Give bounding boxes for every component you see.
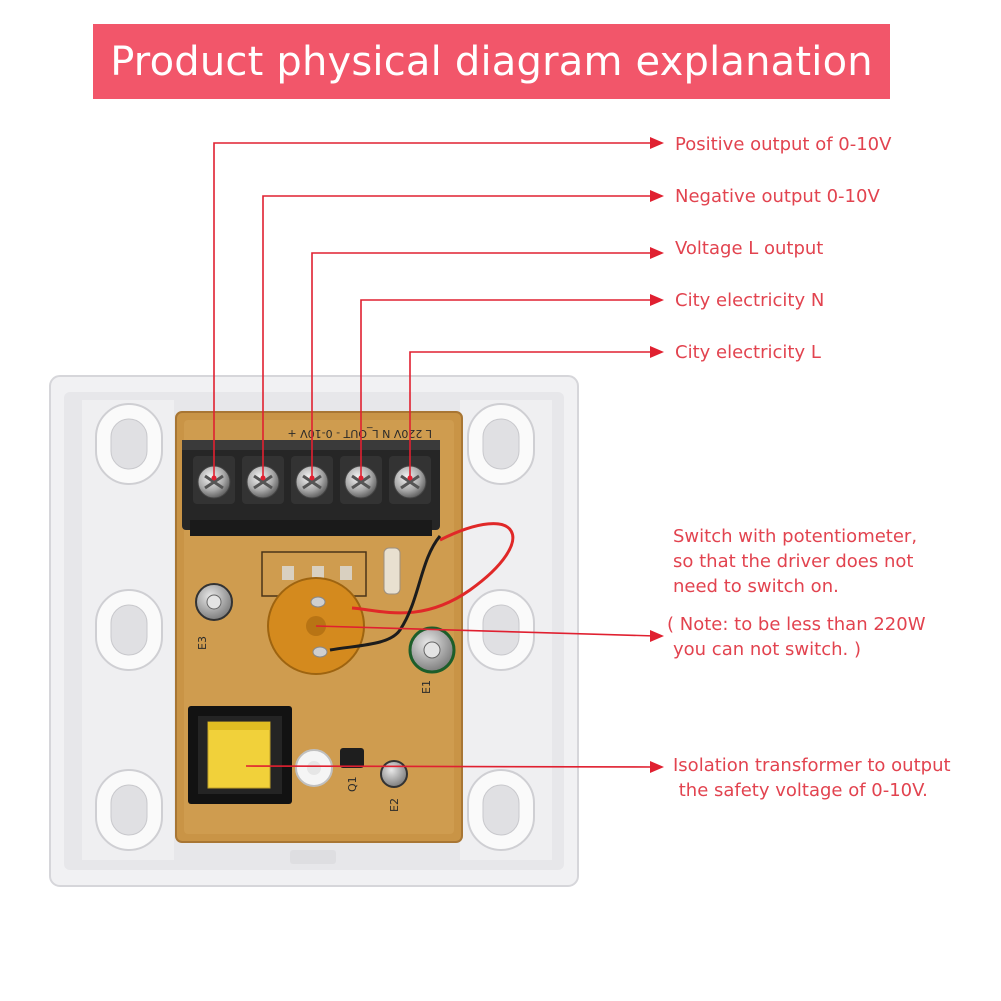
label-voltage-l-output: Voltage L output <box>675 236 823 261</box>
page-title: Product physical diagram explanation <box>110 38 873 85</box>
label-line: ( Note: to be less than 220W <box>667 614 926 635</box>
arrow-icon <box>650 247 664 259</box>
ref-e1: E1 <box>420 680 433 694</box>
label-line: Positive output of 0-10V <box>675 134 892 155</box>
red-wire <box>351 522 515 615</box>
label-city-electricity-n: City electricity N <box>675 288 824 313</box>
pot-pin <box>312 566 324 580</box>
capacitor-top <box>206 594 222 610</box>
label-line: City electricity L <box>675 342 821 363</box>
label-line: need to switch on. <box>673 576 839 597</box>
isolation-transformer <box>188 706 292 804</box>
arrow-icon <box>650 294 664 306</box>
pot-pin <box>340 566 352 580</box>
arrow-icon <box>650 190 664 202</box>
label-negative-output: Negative output 0-10V <box>675 184 880 209</box>
capacitor-e2 <box>380 760 408 788</box>
label-line: Isolation transformer to output <box>673 755 951 776</box>
label-line: City electricity N <box>675 290 825 311</box>
label-line: Voltage L output <box>675 238 824 259</box>
label-line: so that the driver does not <box>673 551 914 572</box>
label-line: Negative output 0-10V <box>675 186 880 207</box>
title-banner: Product physical diagram explanation <box>93 24 890 99</box>
black-wire <box>329 535 442 652</box>
solder-joint <box>310 596 326 608</box>
label-positive-output: Positive output of 0-10V <box>675 132 891 157</box>
label-line: Switch with potentiometer, <box>673 526 918 547</box>
callout-anchors <box>211 475 413 481</box>
arrow-icon <box>650 346 664 358</box>
label-line: the safety voltage of 0-10V. <box>673 780 928 801</box>
arrow-icon <box>650 630 664 642</box>
label-note: ( Note: to be less than 220W you can not… <box>667 612 926 662</box>
indicator-center <box>307 761 321 775</box>
ref-e2: E2 <box>388 798 401 812</box>
fuse <box>383 547 401 595</box>
terminal-marking: L 220V N L_OUT - 0-10V + <box>287 427 432 440</box>
label-isolation-transformer: Isolation transformer to output the safe… <box>673 753 951 803</box>
label-city-electricity-l: City electricity L <box>675 340 821 365</box>
solder-joint <box>312 646 328 658</box>
arrow-icon <box>650 761 664 773</box>
transistor-q1 <box>340 748 364 768</box>
callout-lines <box>213 142 657 768</box>
callout-arrowheads <box>650 137 664 773</box>
capacitor-top <box>423 641 441 659</box>
ref-e3: E3 <box>196 636 209 650</box>
arrow-icon <box>650 137 664 149</box>
label-line: you can not switch. ) <box>673 639 861 660</box>
ref-q1: Q1 <box>346 776 359 792</box>
label-switch-potentiometer: Switch with potentiometer, so that the d… <box>673 524 917 599</box>
pot-pin <box>282 566 294 580</box>
